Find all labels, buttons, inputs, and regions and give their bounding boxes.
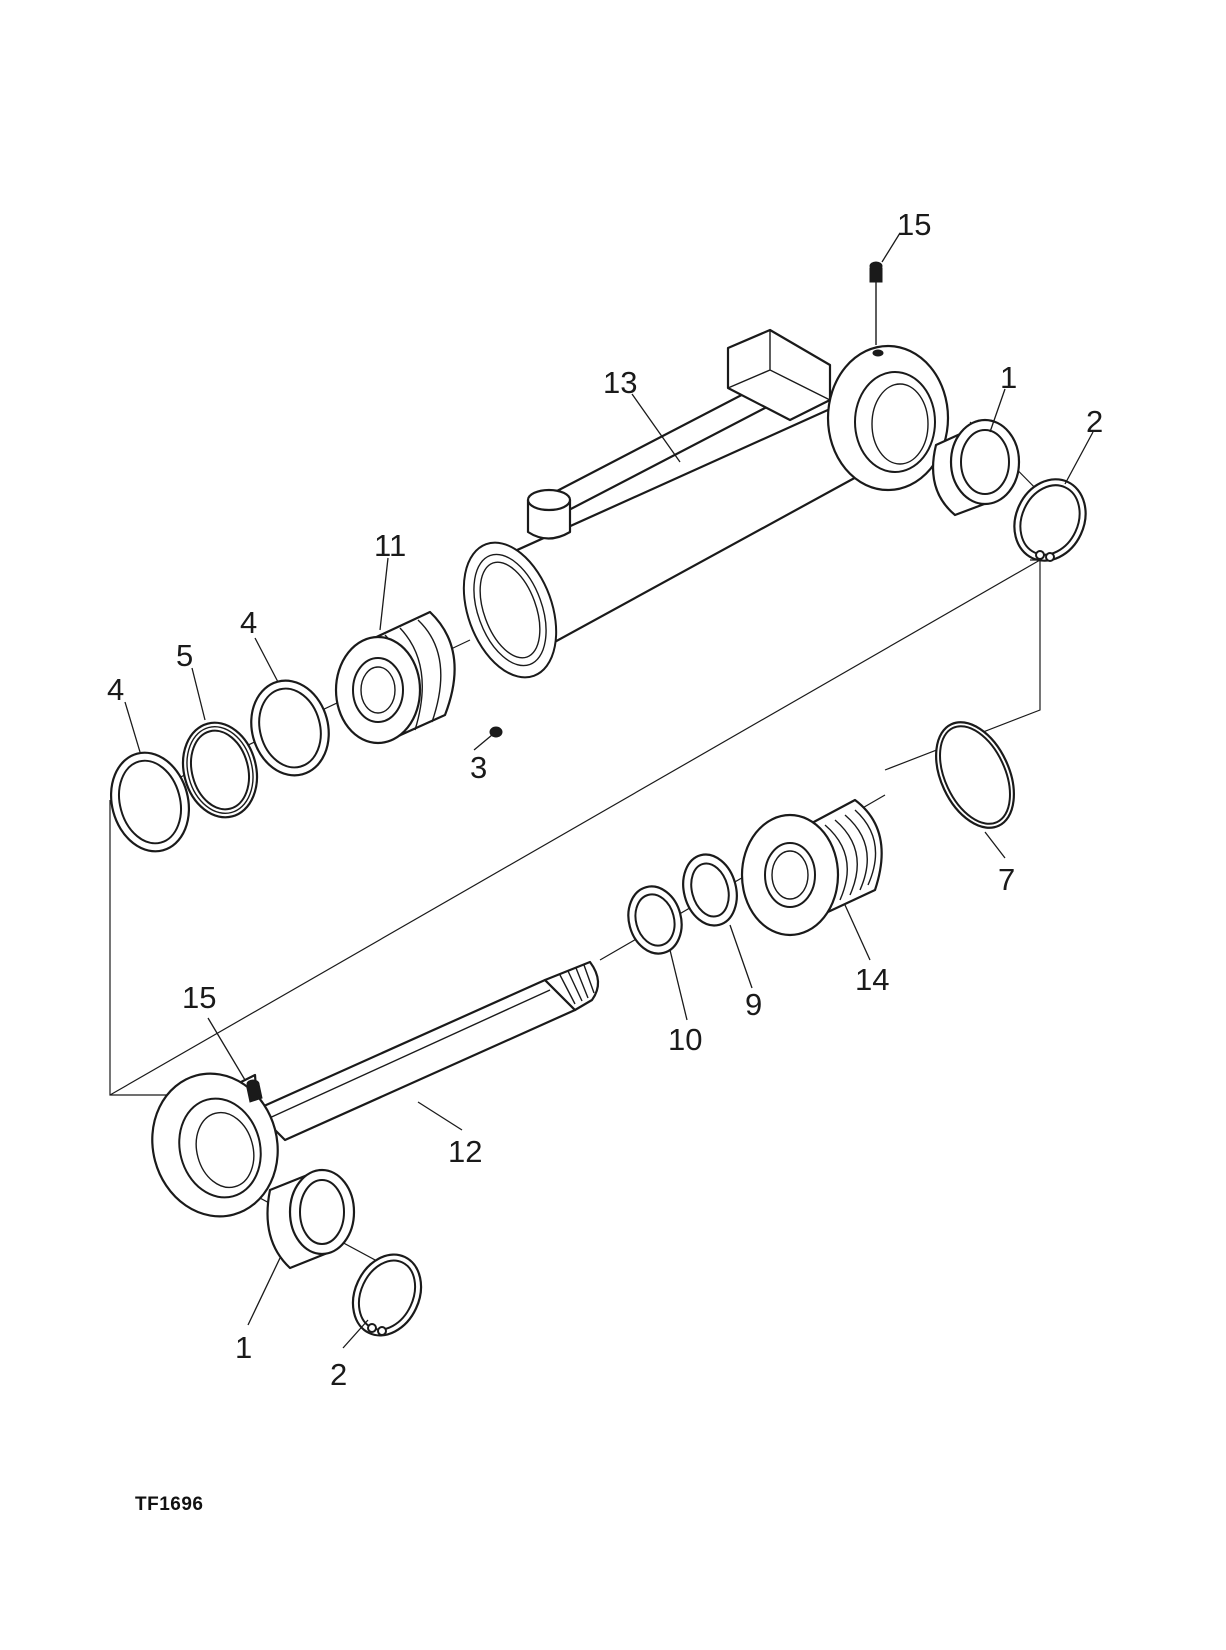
callout-9: 9	[745, 987, 762, 1022]
callout-15-bottom: 15	[182, 980, 216, 1015]
bushing-1-top	[931, 418, 1021, 517]
callout-4-mid: 4	[240, 605, 257, 640]
callout-11: 11	[374, 528, 406, 563]
callout-4-left: 4	[107, 672, 124, 707]
wiper-10	[627, 885, 683, 955]
callout-13: 13	[603, 365, 637, 400]
callout-3: 3	[470, 750, 487, 785]
snap-ring-2-bottom	[351, 1253, 423, 1337]
set-screw-3	[489, 726, 503, 738]
callout-10: 10	[668, 1022, 702, 1057]
callout-1-bottom: 1	[235, 1330, 252, 1365]
callout-15-top: 15	[897, 207, 931, 242]
bushing-1-bottom	[266, 1168, 356, 1270]
snap-ring-2-top	[1013, 478, 1087, 562]
leader-lines	[124, 232, 1094, 1349]
rod-seal-9	[682, 853, 738, 927]
piston-seal-5	[181, 721, 259, 819]
figure-id-label: TF1696	[135, 1494, 204, 1515]
grease-fitting-15-top	[869, 261, 883, 345]
callout-5: 5	[176, 638, 193, 673]
callout-12: 12	[448, 1134, 482, 1169]
callout-1-top: 1	[1000, 360, 1017, 395]
grease-fitting-15-bottom	[246, 1079, 263, 1103]
wear-ring-4-mid	[250, 679, 330, 777]
barrel-assembly-13	[462, 328, 950, 679]
gland-14	[740, 798, 883, 937]
callout-2-bottom: 2	[330, 1357, 347, 1392]
wear-ring-4-left	[109, 751, 191, 853]
o-ring-7	[935, 721, 1015, 829]
callout-2-top: 2	[1086, 404, 1103, 439]
callout-14: 14	[855, 962, 889, 997]
callout-7: 7	[998, 862, 1015, 897]
piston-11	[334, 610, 456, 745]
callouts: 15 13 1 2 11 4 5 4 3 7 14 9 10 15 12 1 2	[107, 207, 1103, 1392]
